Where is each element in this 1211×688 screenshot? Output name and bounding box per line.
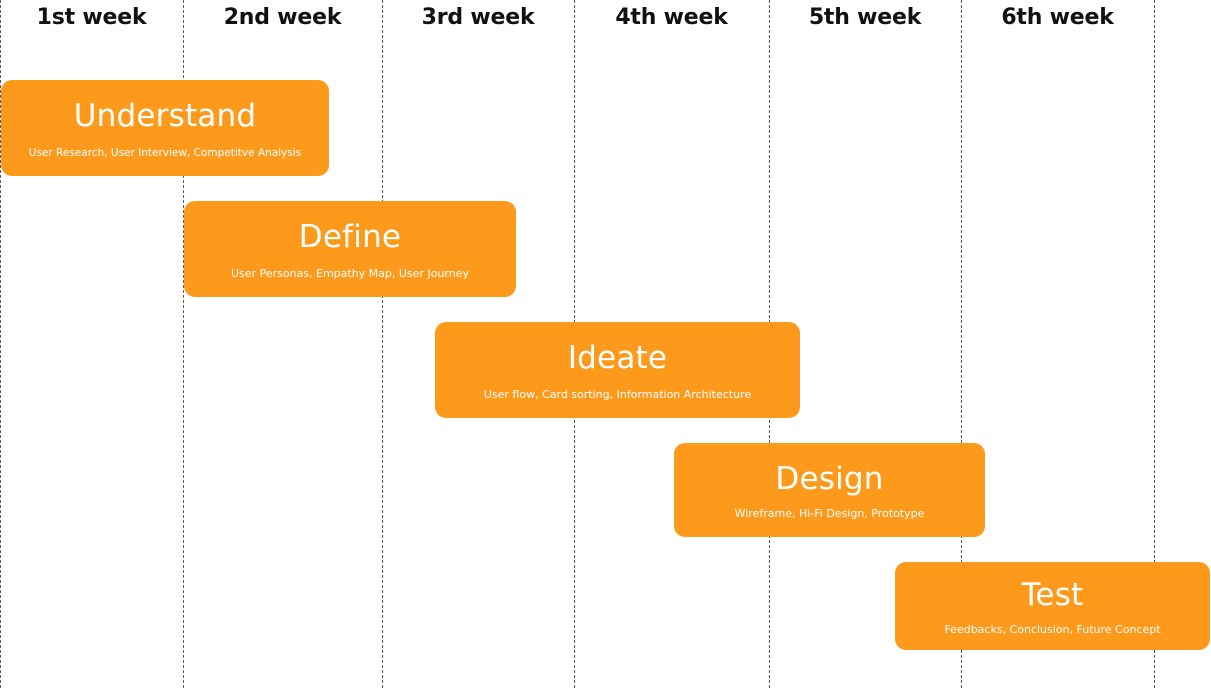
phase-subtitle: User flow, Card sorting, Information Arc… (483, 388, 752, 401)
week-label-6: 6th week (1001, 5, 1114, 30)
week-label-1: 1st week (36, 5, 147, 30)
week-divider (183, 0, 184, 688)
week-divider (0, 0, 1, 688)
phase-test: Test Feedbacks, Conclusion, Future Conce… (895, 562, 1210, 650)
week-divider (382, 0, 383, 688)
phase-design: Design Wireframe, Hi-Fi Design, Prototyp… (674, 443, 985, 537)
week-label-4: 4th week (615, 5, 728, 30)
week-label-5: 5th week (808, 5, 922, 30)
phase-ideate: Ideate User flow, Card sorting, Informat… (435, 322, 800, 418)
week-divider (961, 0, 962, 688)
phase-title: Design (775, 461, 884, 497)
phase-subtitle: User Personas, Empathy Map, User Journey (231, 267, 469, 280)
phase-subtitle: Wireframe, Hi-Fi Design, Prototype (734, 507, 925, 520)
week-divider (1154, 0, 1155, 688)
phase-subtitle: Feedbacks, Conclusion, Future Concept (944, 623, 1161, 636)
phase-title: Test (1021, 577, 1084, 613)
week-label-3: 3rd week (421, 5, 535, 30)
phase-define: Define User Personas, Empathy Map, User … (184, 201, 516, 297)
phase-title: Define (298, 219, 402, 255)
phase-subtitle: User Research, User Interview, Competitv… (28, 147, 302, 159)
phase-title: Ideate (567, 340, 668, 376)
phase-title: Understand (73, 98, 257, 134)
phase-understand: Understand User Research, User Interview… (1, 80, 329, 176)
week-label-2: 2nd week (223, 5, 342, 30)
